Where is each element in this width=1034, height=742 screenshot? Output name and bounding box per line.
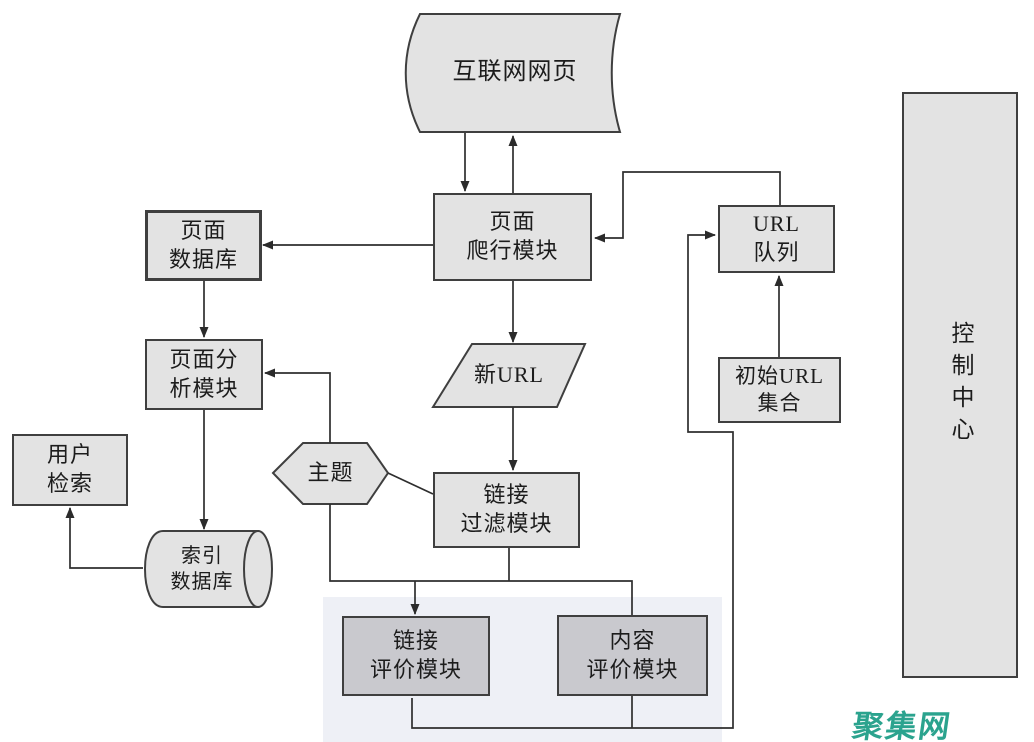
node-content-eval-label-line2: 评价模块: [586, 656, 679, 682]
node-user-search-label-line2: 检索: [46, 471, 93, 496]
node-link-eval-module: 链接 评价模块: [342, 616, 490, 696]
site-watermark-logo: 聚集网: [850, 709, 955, 742]
node-page-analysis-module: 页面分 析模块: [145, 339, 263, 410]
node-link-filter-label-line1: 链接: [483, 482, 530, 508]
node-crawler-label-line1: 页面: [489, 209, 536, 235]
node-initial-url-label-line2: 集合: [757, 391, 802, 415]
node-user-search: 用户 检索: [12, 434, 128, 506]
node-user-search-label-line1: 用户: [46, 442, 93, 468]
edge-topic-to-analysis: [264, 368, 331, 443]
node-page-analysis-label-line2: 析模块: [169, 375, 239, 401]
edge-topic-bus: [329, 504, 633, 615]
node-content-eval-label-line1: 内容: [609, 627, 656, 653]
edge-urlqueue-to-crawler: [594, 171, 781, 243]
edge-indexdb-to-usersearch: [65, 507, 143, 569]
node-crawler-label-line2: 爬行模块: [466, 238, 559, 263]
edge-evals-to-urlqueue: [411, 230, 734, 729]
node-url-queue-label-line1: URL: [753, 211, 800, 237]
internet-stored-data-shape: [404, 13, 622, 133]
node-url-queue-label-line2: 队列: [753, 240, 800, 265]
node-url-queue: URL 队列: [718, 205, 835, 273]
node-page-analysis-label-line1: 页面分: [169, 346, 239, 372]
node-initial-url-label-line1: 初始URL: [735, 363, 824, 388]
node-link-eval-label-line1: 链接: [392, 628, 439, 654]
new-url-parallelogram-shape: [431, 343, 587, 408]
edge-topic-to-linkfilter: [387, 472, 434, 495]
node-page-database: 页面 数据库: [145, 210, 262, 281]
node-page-database-label-line2: 数据库: [168, 246, 238, 272]
topic-hexagon-shape: [271, 442, 390, 505]
node-page-database-label-line1: 页面: [180, 217, 227, 243]
node-control-center: 控制中心: [902, 92, 1018, 678]
node-content-eval-module: 内容 评价模块: [557, 615, 708, 696]
index-db-cylinder-cap: [243, 530, 273, 608]
node-crawler-module: 页面 爬行模块: [433, 193, 592, 281]
node-link-filter-module: 链接 过滤模块: [433, 472, 580, 548]
node-link-filter-label-line2: 过滤模块: [460, 511, 553, 536]
index-db-cylinder-body: [144, 530, 259, 608]
node-control-center-label: 控制中心: [947, 321, 973, 449]
node-initial-url-set: 初始URL 集合: [718, 357, 841, 423]
node-link-eval-label-line2: 评价模块: [369, 657, 462, 682]
